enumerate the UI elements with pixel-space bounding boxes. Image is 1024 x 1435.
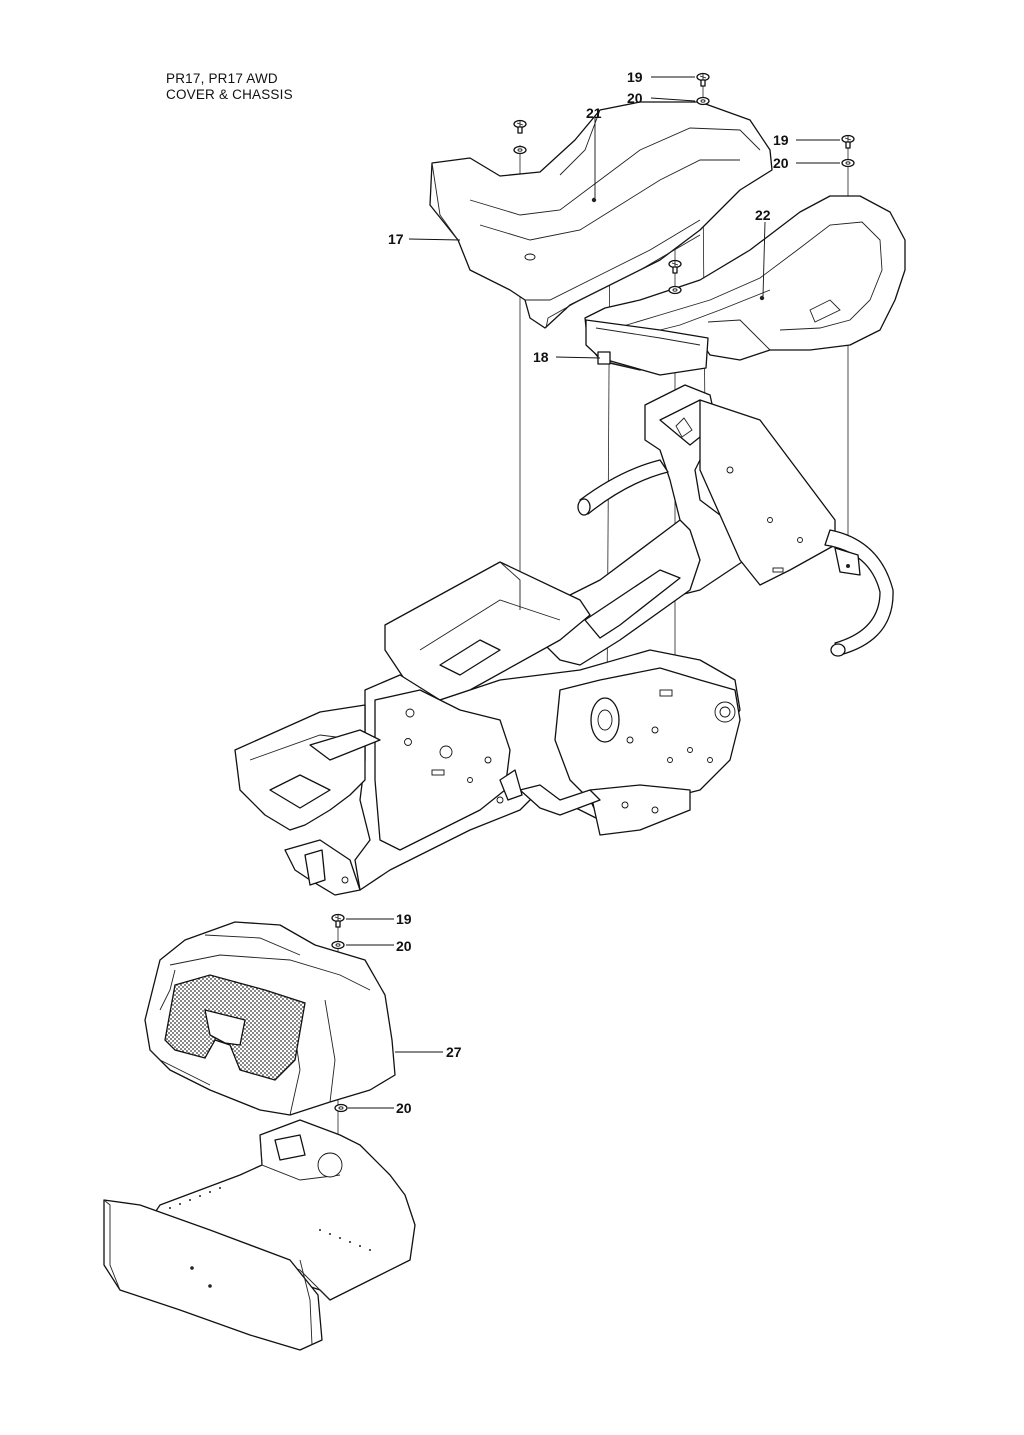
screw-icon [668,259,682,274]
callout-21: 21 [586,105,602,121]
washer-icon [334,1103,348,1113]
callout-20: 20 [773,155,789,171]
callout-labels: 19 20 21 19 20 22 17 18 19 20 27 20 [388,69,789,1116]
washer-icon [841,158,855,168]
screw-icon [513,119,527,134]
title-section-line: COVER & CHASSIS [166,87,293,102]
part-27-hood [144,921,396,1116]
title-model-line: PR17, PR17 AWD [166,71,278,86]
screw-icon [331,913,345,928]
leader-lines [346,76,840,1109]
washer-icon [331,940,345,950]
frame-dotted-holes [169,1187,371,1251]
callout-27: 27 [446,1044,462,1060]
part-18-plate [585,319,709,376]
callout-19: 19 [627,69,643,85]
callout-20: 20 [396,938,412,954]
fasteners [331,72,855,1113]
screw-icon [696,72,710,87]
front-bumper-frame [103,1119,416,1351]
callout-17: 17 [388,231,404,247]
chassis-frame [234,384,894,896]
callout-22: 22 [755,207,771,223]
washer-icon [668,285,682,295]
screw-icon [841,134,855,149]
callout-20: 20 [396,1100,412,1116]
callout-19: 19 [396,911,412,927]
washer-icon [696,96,710,106]
callout-20: 20 [627,90,643,106]
part-17-left-fender [429,101,773,329]
callout-19: 19 [773,132,789,148]
washer-icon [513,145,527,155]
diagram-title: PR17, PR17 AWD COVER & CHASSIS [166,71,293,103]
callout-18: 18 [533,349,549,365]
